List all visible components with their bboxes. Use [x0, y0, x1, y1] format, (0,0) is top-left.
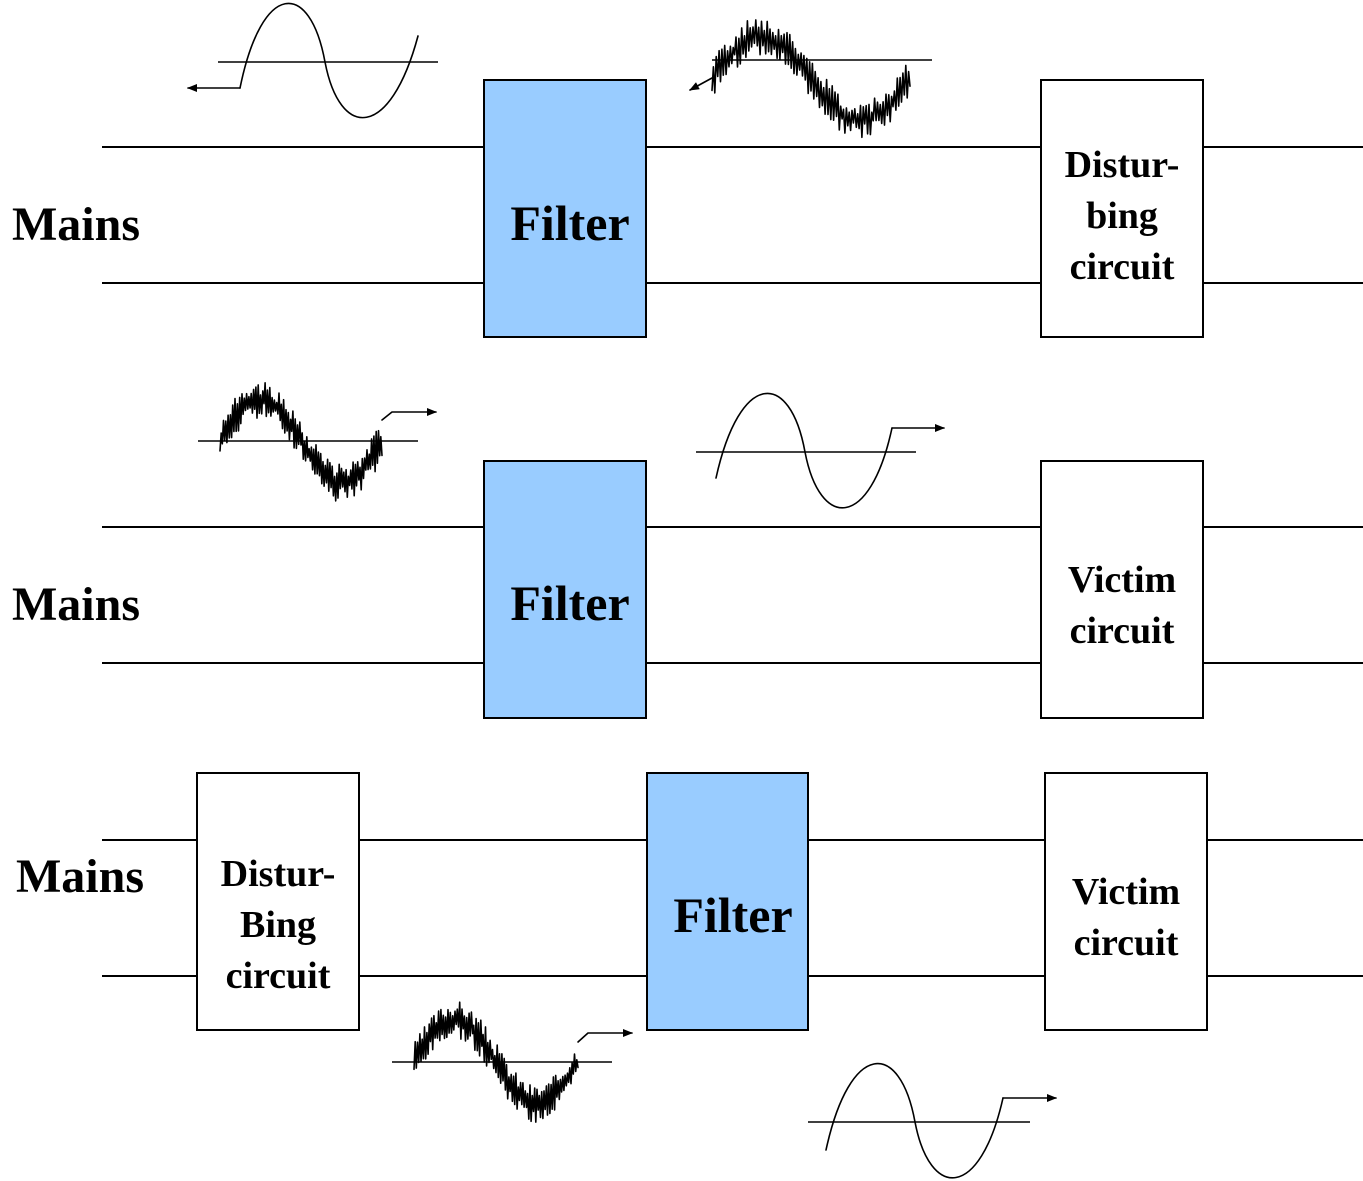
row-2-filter-box: [483, 460, 647, 719]
row-2-noisy-sine-wave: [219, 382, 383, 502]
row-3: Mains Distur- Bing circuit Filter Victim…: [16, 772, 1363, 1179]
row-1-disturbing-circuit-box: [1040, 79, 1204, 338]
row-1-noisy-sine-wave: [711, 19, 911, 139]
row-3-disturbing-line-1: Distur-: [221, 853, 336, 895]
row-2-clean-sine-wave: [715, 392, 893, 509]
row-3-noisy-sine-wave: [413, 1001, 579, 1123]
row-3-clean-sine-wave: [825, 1063, 1004, 1179]
row-2-victim-circuit-box: [1040, 460, 1204, 719]
row-2-mains-label: Mains: [12, 578, 140, 631]
row-3-victim-line-2: circuit: [1074, 922, 1179, 964]
row-2: Mains Filter Victim circuit: [12, 382, 1363, 719]
row-1-noisy-wave-arrow: [689, 77, 713, 91]
row-2-circuit-line-2: circuit: [1070, 610, 1175, 652]
row-3-victim-line-1: Victim: [1072, 871, 1180, 913]
row-3-filter-label: Filter: [673, 887, 792, 943]
row-3-noisy-wave-arrow: [577, 1029, 633, 1043]
row-1-filter-box: [483, 79, 647, 338]
row-1-circuit-line-3: circuit: [1070, 246, 1175, 288]
row-3-disturbing-circuit-box: [196, 772, 360, 1031]
row-1-circuit-line-1: Distur-: [1065, 144, 1180, 186]
row-3-filter-box: [646, 772, 809, 1031]
row-1-filter-label: Filter: [510, 195, 629, 251]
row-1: Mains Filter Distur- bing circuit: [12, 2, 1363, 338]
row-3-disturbing-line-2: Bing: [240, 904, 316, 946]
row-3-victim-circuit-box: [1044, 772, 1208, 1031]
row-3-mains-label: Mains: [16, 850, 144, 903]
row-1-circuit-line-2: bing: [1086, 195, 1158, 237]
row-1-clean-sine-wave: [239, 2, 419, 119]
row-2-circuit-line-1: Victim: [1068, 559, 1176, 601]
row-3-disturbing-line-3: circuit: [226, 955, 331, 997]
row-2-filter-label: Filter: [510, 575, 629, 631]
row-1-mains-label: Mains: [12, 198, 140, 251]
row-2-noisy-wave-arrow: [381, 408, 437, 421]
